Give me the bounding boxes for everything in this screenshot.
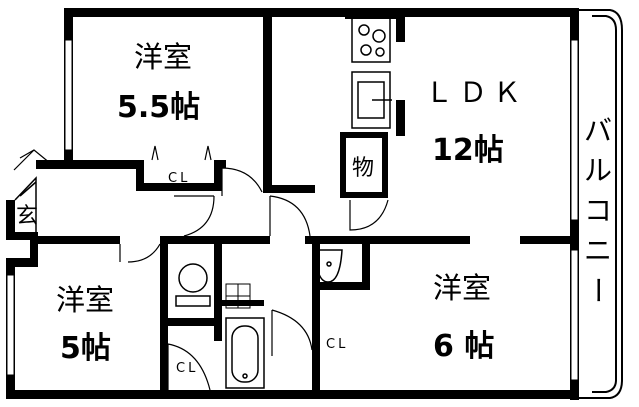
balcony-outline <box>578 9 623 399</box>
room-area-western-top-left: 5.5帖 <box>117 90 200 125</box>
room-area-western-bottom-right: 6 帖 <box>433 329 494 364</box>
balcony-char: ル <box>584 154 612 187</box>
room-name-ldk: ＬＤＫ <box>425 76 527 109</box>
room-area-western-bottom-left: 5帖 <box>60 331 111 366</box>
interior-walls <box>36 8 578 399</box>
washing-machine-pan <box>225 283 251 309</box>
room-name-western-bottom-left: 洋室 <box>56 283 114 317</box>
balcony-char: ニ <box>584 234 612 267</box>
closet-shelf-marks <box>151 145 212 161</box>
toilet-icon <box>175 263 211 307</box>
window-marks <box>6 39 579 381</box>
room-area-ldk: 12帖 <box>432 133 504 168</box>
balcony-label: バ ル コ ニ ー <box>581 114 614 304</box>
balcony-char: バ <box>584 114 612 147</box>
room-name-western-top-left: 洋室 <box>134 40 192 74</box>
balcony-char: ー <box>581 276 614 304</box>
storage-label: 物 <box>352 156 374 181</box>
washbasin-icon <box>315 249 343 283</box>
closet-label-bottom-left: CL <box>176 361 198 376</box>
bathtub-icon <box>225 317 265 389</box>
closet-label-top: CL <box>168 171 190 186</box>
room-name-western-bottom-right: 洋室 <box>433 271 491 305</box>
balcony-char: コ <box>584 194 612 227</box>
entrance-steps <box>14 176 37 236</box>
sink-icon <box>351 71 392 129</box>
closet-label-right: CL <box>326 337 348 352</box>
entrance-label: 玄 <box>16 204 38 229</box>
stove-icon <box>351 17 391 63</box>
door-swings <box>13 149 389 391</box>
